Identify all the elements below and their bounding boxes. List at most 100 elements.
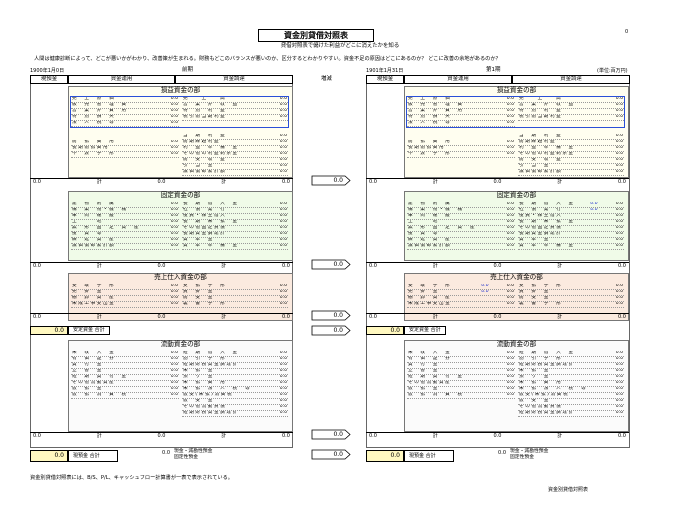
left-fixed-src-label: 役員・株主借入 [183, 214, 227, 219]
right-profit-section-title: 損益資金の部 [496, 86, 537, 94]
right-current-src-label: その他流動負債 [519, 405, 563, 410]
left-fixed-src-value: 0.0 [279, 226, 287, 231]
right-profit-src-label: 営 業 外 収 益 [519, 103, 575, 108]
right-profit-src2-label: 利 益 準 備 金 [519, 146, 575, 151]
right-profit-src-label: 売 上 高 [519, 97, 563, 102]
left-cash-note1: 現金・減勘性預金 [174, 449, 213, 454]
left-fixed-use-label: 構 築 物・機 械 [72, 208, 128, 213]
right-profit-total-left-value: 0.0 [369, 179, 377, 185]
right-current-use-label: 仮 払 金 [408, 387, 439, 392]
right-fixed-total-label2: 計 [557, 263, 563, 269]
right-current-use-value: 0.0 [506, 357, 514, 362]
left-sales-total-label2: 計 [221, 314, 227, 320]
change-value: 0.0 [333, 260, 343, 268]
left-fixed-use-value: 0.0 [170, 214, 178, 219]
right-fixed-use-value: 0.0 [506, 214, 514, 219]
left-profit-use-value: 0.0 [170, 109, 178, 114]
right-current-src-value: 0.0 [615, 387, 623, 392]
right-profit-use-value: 0.0 [506, 121, 514, 126]
left-profit-src-value: 0.0 [279, 115, 287, 120]
left-sales-section-title: 売上仕入資金の部 [154, 273, 207, 281]
left-current-src-value: 0.0 [279, 399, 287, 404]
left-current-use-label: 未 収 入 金 [72, 351, 116, 356]
right-current-src-label: 短 期 借 入 金 [519, 351, 575, 356]
left-profit-src-value: 0.0 [279, 109, 287, 114]
right-current-src-label: 短期財務資金調達計 [519, 411, 575, 416]
left-source-header: 資金調達 [175, 75, 293, 84]
right-fixed-use-value: 0.0 [506, 244, 514, 249]
left-profit-src-value: 0.0 [279, 97, 287, 102]
right-fixed-use-value: 0.0 [506, 232, 514, 237]
right-current-src-label: 仮 受 金 [519, 399, 550, 404]
right-sales-total-left-value: 0.0 [369, 314, 377, 320]
right-profit-total-label2: 計 [557, 179, 563, 185]
left-fixed-use-label: 車 両 運 搬 [72, 214, 116, 219]
left-fixed-src-value: 0.0 [279, 244, 287, 249]
left-sales-use-label: 受 取 手 形 [72, 284, 116, 289]
left-fixed-src-value: 0.0 [279, 220, 287, 225]
right-current-src-label: 未 払 費 用 [519, 381, 563, 386]
right-fixed-src-label: 長期資金調達計 [519, 232, 563, 237]
left-fixed-use-label: 減価償却累計額 [72, 244, 116, 249]
left-fixed-use-value: 0.0 [170, 208, 178, 213]
left-fixed-src-label: 長期資金調達計 [183, 232, 227, 237]
right-sales-section-title: 売上仕入資金の部 [490, 273, 543, 281]
right-fixed-src-label: 役員・株主借入 [519, 214, 563, 219]
left-current-src-value: 0.0 [279, 369, 287, 374]
right-profit-total-use-value: 0.0 [493, 179, 502, 185]
left-current-use-label: 有 価 証 券 [72, 357, 116, 362]
left-profit-src-label: 営 業 外 収 益 [183, 103, 239, 108]
left-profit-src2-value: 0.0 [279, 170, 287, 175]
left-profit-src2-label: 前期繰越利益 [183, 140, 221, 145]
right-cash-note1: 現金・減勘性預金 [510, 449, 549, 454]
right-panel [366, 84, 630, 448]
left-fixed-src-label: 長 期 未 払 金 [183, 220, 239, 225]
left-fixed-use-row: 構 築 物・機 械 0.0 [71, 208, 179, 214]
right-profit-src2-label: 前 受 収 益 [519, 158, 563, 163]
right-profit-src2-label: その他の利益剰余金 [519, 152, 575, 157]
left-profit-src-label: 税引前当期利益 [183, 115, 227, 120]
right-current-use-value: 0.0 [506, 393, 514, 398]
right-fixed-src-prior: 0.0 [590, 202, 598, 207]
left-profit-section [68, 86, 293, 178]
right-profit-use-value: 0.0 [506, 115, 514, 120]
right-period: 第1期 [486, 67, 501, 73]
left-fixed-total-left-value: 0.0 [33, 263, 41, 269]
left-profit-src-value: 0.0 [279, 103, 287, 108]
left-profit-src-row: 税引前当期利益 0.0 [182, 115, 288, 121]
left-fixed-use-label: 投 資 等 [72, 232, 103, 237]
left-sales-src-label: 前 受 金 [183, 296, 214, 301]
